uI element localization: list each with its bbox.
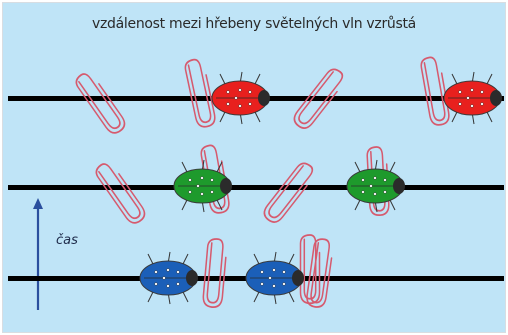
paperclip-icon (93, 160, 148, 227)
up-arrow-icon (33, 198, 43, 209)
time-arrow (33, 198, 43, 310)
paperclip-icon (261, 160, 318, 225)
paperclip-icon (202, 238, 227, 308)
ladybug-icon (212, 72, 270, 124)
time-axis-label: čas (56, 233, 78, 248)
paperclip-icon (73, 70, 128, 137)
paperclip-icon (301, 235, 320, 303)
ladybug-icon (347, 160, 405, 212)
row-line-middle (8, 185, 504, 190)
paperclip-icon (184, 58, 217, 129)
ladybug-icon (246, 252, 304, 304)
ladybug-icon (140, 252, 198, 304)
ladybug-icon (444, 72, 502, 124)
